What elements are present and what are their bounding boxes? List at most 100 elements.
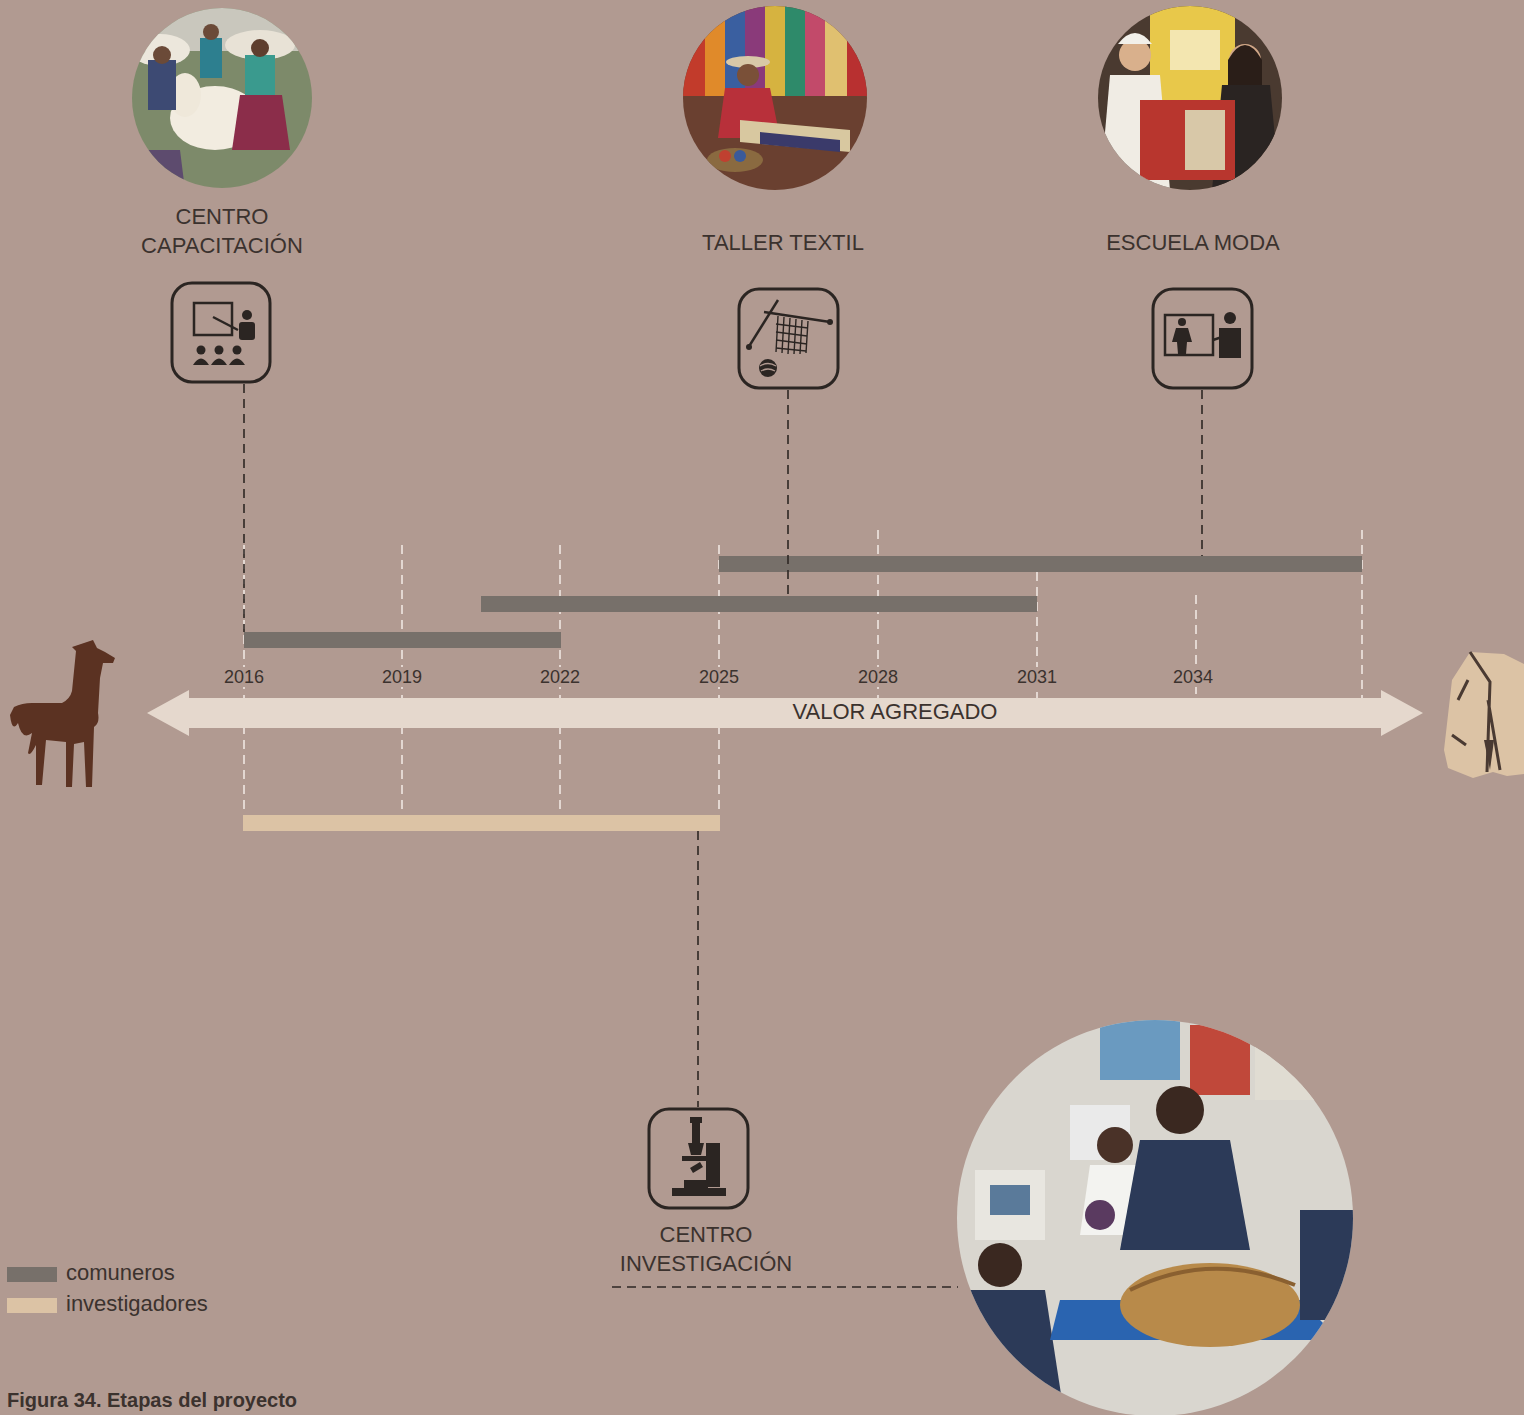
fashion-school-icon-part [1219,328,1241,358]
photo-lab-part [1156,1086,1204,1134]
textile-icon-part [776,316,808,354]
microscope-icon-part [706,1143,720,1187]
fashion-school-icon-part [1224,312,1236,324]
training-icon-part [239,322,255,340]
stage-label: CENTRO CAPACITACIÓN [122,202,322,260]
comuneros-bars [244,556,1362,648]
legend-swatch [7,1267,57,1282]
training-icon [172,283,270,382]
year-gridlines-part [1195,595,1197,715]
training-icon-part [172,283,270,382]
photo-alpaca-shearing-part [232,95,290,150]
fashion-school-icon-part [1178,318,1186,326]
photo-node: TALLER TEXTIL [683,6,883,258]
photo-weaver-part [683,6,705,96]
photo-weaver-part [707,148,763,172]
photo-alpaca-shearing-part [148,60,176,110]
photo-lab [955,1020,1360,1415]
photo-weaver-part [785,6,805,96]
comuneros-bars-part [719,556,1362,572]
microscope-icon-part [682,1156,708,1161]
stage-label: CENTRO INVESTIGACIÓN [606,1220,806,1278]
training-icon-part [211,359,227,366]
comuneros-bars-part [481,596,1037,612]
leader-lines-part [1201,390,1203,556]
photo-lab-part [1100,1020,1180,1080]
photo-alpaca-shearing-part [225,30,295,60]
photo-fashion-show-part [1118,33,1152,44]
photo-lab-part [1300,1210,1360,1320]
year-label: 2028 [856,667,900,687]
training-icon-part [242,310,252,320]
microscope-icon-part [690,1162,703,1173]
year-label: 2025 [697,667,741,687]
photo-lab-part [1255,1040,1315,1100]
photo-weaver-part [825,6,847,96]
fashion-school-icon [1153,289,1252,388]
training-icon-part [213,317,238,330]
textile-icon-part [764,312,830,322]
photo-alpaca-shearing-part [130,6,315,191]
poncho-garment-part [1452,652,1500,772]
training-icon-part [215,346,224,355]
microscope-icon [649,1109,748,1208]
photo-alpaca-shearing-part [203,24,219,40]
photo-alpaca-shearing-part [251,39,269,57]
comuneros-bars-part [244,632,561,648]
photo-lab-part [1120,1140,1250,1250]
photo-weaver-part [740,120,850,152]
photo-weaver-part [765,6,785,96]
microscope-icon-part [684,1180,708,1188]
textile-icon-part [759,359,777,377]
photo-lab-part [975,1170,1045,1240]
textile-icon-part [746,344,752,350]
year-label: 2016 [222,667,266,687]
photo-fashion-show-part [1098,6,1282,190]
year-label: 2031 [1015,667,1059,687]
photo-fashion-show-part [1185,110,1225,170]
poncho-garment [1444,652,1524,778]
photo-alpaca-shearing-part [153,46,171,64]
photo-weaver-part [737,64,759,86]
training-icon-part [197,346,206,355]
photo-node: CENTRO INVESTIGACIÓN [606,1020,1358,1415]
year-label: 2022 [538,667,582,687]
photo-lab-part [1120,1263,1300,1347]
legend-swatch [7,1298,57,1313]
leader-lines-part [787,390,789,596]
year-label: 2034 [1171,667,1215,687]
value-arrow-band: VALOR AGREGADO [147,688,1423,738]
photo-lab-part [955,1020,1355,1415]
leader-lines-part [697,831,699,1107]
photo-alpaca-shearing-part [135,150,185,190]
year-label: 2019 [380,667,424,687]
textile-icon [739,289,838,388]
stage-label: ESCUELA MODA [1093,228,1293,257]
photo-alpaca-shearing-part [130,34,190,66]
photo-lab-part [1130,1269,1295,1290]
legend-label: comuneros [66,1260,175,1286]
fashion-school-icon-part [1172,328,1192,354]
textile-icon-part [748,300,778,348]
photo-fashion-show-part [1228,45,1262,90]
training-icon-part [229,359,245,366]
photo-weaver-part [847,6,867,96]
training-icon-part [194,303,232,335]
photo-lab-part [990,1185,1030,1215]
photo-node: CENTRO CAPACITACIÓN [122,6,322,264]
photo-lab-part [955,1290,1065,1415]
fashion-school-icon-part [1165,315,1213,355]
photo-weaver [683,6,867,190]
figure-caption: Figura 34. Etapas del proyecto [7,1389,297,1411]
legend-label: investigadores [66,1291,208,1317]
photo-weaver-part [805,6,825,96]
training-icon-part [193,359,209,366]
microscope-icon-part [690,1117,702,1123]
leader-lines-part [243,384,245,632]
photo-alpaca-shearing [130,6,315,191]
microscope-icon-part [649,1109,748,1208]
year-gridlines [244,530,1362,815]
band-label: VALOR AGREGADO [789,698,1002,726]
photo-fashion-show-part [1170,30,1220,70]
